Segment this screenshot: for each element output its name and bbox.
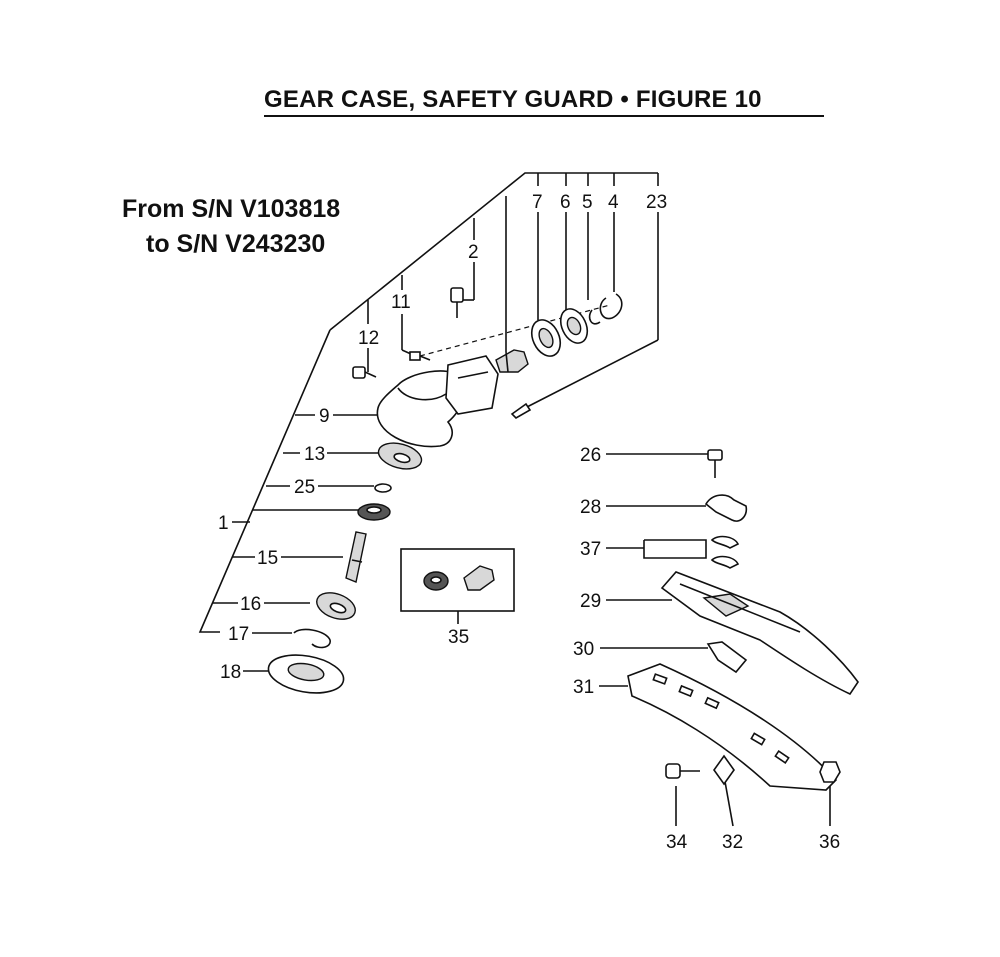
callout-35: 35 [448,627,469,648]
callout-25: 25 [294,477,315,498]
callout-17: 17 [228,624,249,645]
callout-16: 16 [240,594,261,615]
inset-pinion-gear [463,565,495,591]
bolt-part-12 [352,366,366,379]
callout-36: 36 [819,832,840,853]
nut-part-36 [819,761,841,783]
clamp-part-28 [704,494,748,522]
callout-labels: 7 6 5 4 23 2 11 12 9 13 25 1 15 16 17 18… [218,192,840,853]
serial-range-to: to S/N V243230 [146,230,326,258]
washer-part-32 [713,754,735,786]
callout-30: 30 [573,639,594,660]
screw-part-11 [409,351,421,361]
callout-4: 4 [608,192,619,213]
screw-part-26 [707,449,723,461]
spacer-part-37a [710,535,740,549]
gear-case-parts [267,287,623,694]
callout-26: 26 [580,445,601,466]
callout-31: 31 [573,677,594,698]
gear-case-neck [445,355,499,415]
callout-6: 6 [560,192,571,213]
snap-ring-part-4 [599,293,623,320]
assembly-bracket-lines [198,172,659,672]
callout-1: 1 [218,513,229,534]
guard-bracket-part-29 [660,571,859,696]
washer-part-25 [374,483,392,493]
callout-37: 37 [580,539,601,560]
pin-part-23 [510,402,532,419]
callout-7: 7 [532,192,543,213]
callout-15: 15 [257,548,278,569]
screw-part-2 [450,287,464,303]
snap-ring-part-17 [293,628,331,649]
spacer-part-37b [710,555,740,569]
safety-guard-parts [599,449,859,827]
callout-32: 32 [722,832,743,853]
callout-18: 18 [220,662,241,683]
callout-9: 9 [319,406,330,427]
gear-set-inset [400,548,515,624]
callout-28: 28 [580,497,601,518]
figure-title: GEAR CASE, SAFETY GUARD • FIGURE 10 [264,86,762,113]
callout-23: 23 [646,192,667,213]
pinion-gear [495,349,529,373]
bolt-part-34 [665,763,681,779]
callout-11: 11 [391,292,411,313]
callout-29: 29 [580,591,601,612]
callout-12: 12 [358,328,379,349]
title-underline [264,115,824,117]
callout-13: 13 [304,444,325,465]
callout-5: 5 [582,192,593,213]
callout-2: 2 [468,242,479,263]
plate-part-30 [706,641,748,674]
callout-34: 34 [666,832,688,853]
shaft-part-15 [345,531,367,583]
serial-range-from: From S/N V103818 [122,195,341,223]
circlip-part-5 [588,309,601,325]
